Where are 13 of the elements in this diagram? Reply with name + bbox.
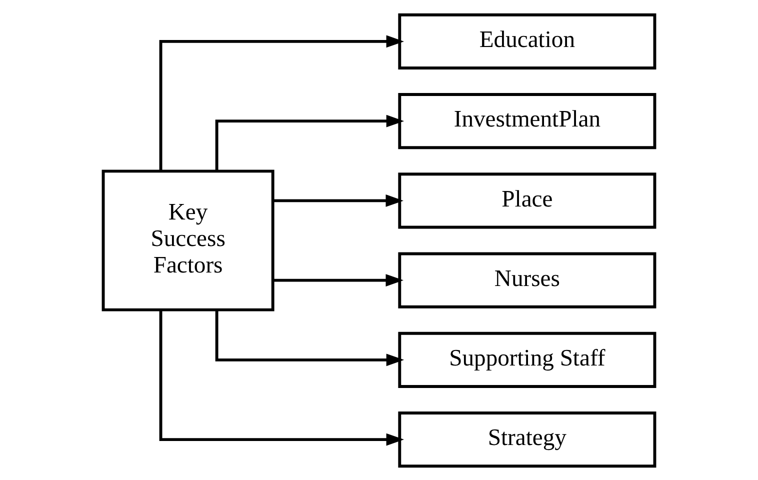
arrow: [215, 309, 404, 366]
node-box: Nurses: [398, 252, 656, 308]
arrow: [273, 274, 404, 286]
node-box: Supporting Staff: [398, 331, 656, 388]
node-box: Place: [398, 172, 656, 228]
node-box: InvestmentPlan: [398, 92, 656, 149]
node-box: Education: [398, 12, 656, 69]
node-box: Key Success Factors: [102, 169, 274, 311]
arrow: [215, 114, 404, 171]
node-box: Strategy: [398, 411, 656, 468]
arrow: [159, 34, 404, 170]
arrow: [273, 194, 404, 206]
arrow: [159, 310, 404, 446]
